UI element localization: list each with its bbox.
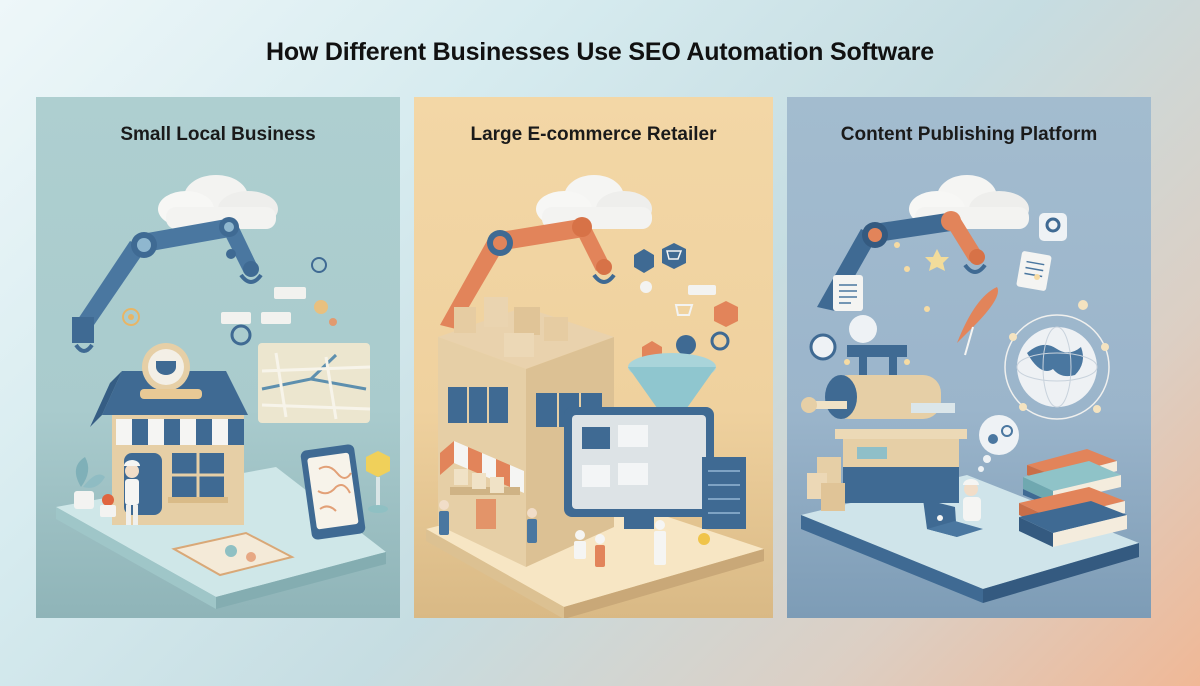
sparkle-dots [844,242,1040,365]
robot-arm-icon [440,217,616,329]
panel-small-local-business: Small Local Business [36,97,400,618]
panel-large-ecommerce-retailer: Large E-commerce Retailer [414,97,773,618]
panel-title: Large E-commerce Retailer [470,124,717,145]
cloud-icon [536,175,652,229]
quill-icon [957,287,998,356]
documents-icon [809,213,1067,361]
menu-mat-icon [171,531,295,577]
cloud-icon [158,175,278,229]
writer-with-laptop-figure [923,479,983,537]
page-title: How Different Businesses Use SEO Automat… [266,38,934,66]
computer-monitor-icon [564,407,714,529]
boxes-icon [807,457,845,511]
customers-figures [439,500,666,567]
lamp-icon [366,451,390,513]
potted-plant-icon [74,457,116,517]
robot-arm-icon [72,217,263,353]
server-rack-icon [698,457,746,545]
robot-arm-icon [817,211,987,311]
shopping-cart-icons [634,243,738,363]
awning-icon [116,419,244,445]
panel-content-publishing-platform: Content Publishing Platform [787,97,1151,618]
globe-network-icon [1004,300,1110,420]
store-building-icon [438,297,614,567]
publishing-illustration [787,157,1151,618]
printing-press-icon [801,345,967,503]
small-business-illustration [36,157,400,618]
floating-seo-icons [122,249,337,346]
tablet-icon [300,444,366,540]
speech-bubble-icon [978,415,1019,472]
book-stack-icon [1019,449,1127,547]
panel-title: Content Publishing Platform [840,124,1098,145]
shopkeeper-figure [124,460,140,525]
ecommerce-illustration [414,157,773,618]
coffee-shop-icon [90,343,248,525]
map-icon [258,343,371,423]
panel-title: Small Local Business [120,124,316,145]
